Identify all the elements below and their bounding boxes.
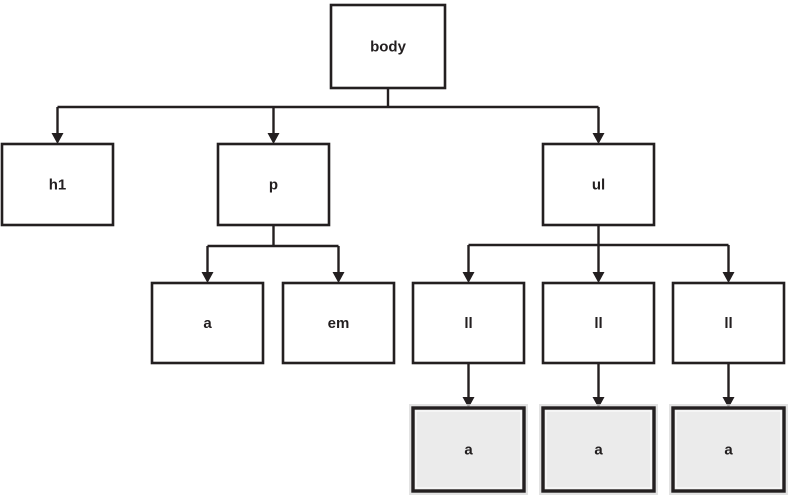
arrowhead-li2 [592,272,605,283]
edges-layer [51,88,735,408]
node-box-inner-a2 [415,410,522,489]
node-label-body: body [370,38,406,55]
node-box-inner-a3 [545,410,652,489]
arrowhead-a1 [201,272,214,283]
edge-group-li1-child [462,363,475,408]
node-label-a2: a [464,441,473,458]
edge-group-li2-child [592,363,605,408]
node-box-a2[interactable] [411,406,526,493]
node-label-h1: h1 [49,176,67,193]
edge-group-p-children [201,225,345,283]
nodes-layer: body h1 p ul a em ll ll ll a a a [0,3,788,495]
node-label-em: em [328,315,350,332]
node-li2[interactable]: ll [541,281,656,365]
node-label-ul: ul [592,176,605,193]
node-ul[interactable]: ul [541,142,656,227]
node-box-li3[interactable] [671,281,786,365]
node-box-h1[interactable] [0,142,115,227]
edge-group-ul-children [462,225,735,283]
node-label-a1: a [203,315,212,332]
node-box-li1[interactable] [411,281,526,365]
node-box-a4[interactable] [671,406,786,493]
arrowhead-a3 [592,397,605,408]
arrowhead-a2 [462,397,475,408]
node-a3[interactable]: a [539,404,658,495]
node-box-ul[interactable] [541,142,656,227]
edge-group-body-children [51,88,605,144]
node-li1[interactable]: ll [411,281,526,365]
edge-group-li3-child [722,363,735,408]
arrowhead-p [267,133,280,144]
arrowhead-li3 [722,272,735,283]
node-a4[interactable]: a [669,404,788,495]
arrowhead-ul [592,133,605,144]
node-box-body[interactable] [329,3,447,90]
node-em[interactable]: em [281,281,396,365]
node-label-p: p [269,176,278,193]
node-label-a3: a [594,441,603,458]
node-li3[interactable]: ll [671,281,786,365]
arrowhead-li1 [462,272,475,283]
node-label-li1: ll [464,315,472,332]
node-label-li2: ll [594,315,602,332]
node-body[interactable]: body [329,3,447,90]
node-h1[interactable]: h1 [0,142,115,227]
arrowhead-a4 [722,397,735,408]
node-box-li2[interactable] [541,281,656,365]
node-box-em[interactable] [281,281,396,365]
node-label-li3: ll [724,315,732,332]
node-box-p[interactable] [216,142,331,227]
node-box-inner-a4 [675,410,782,489]
node-a2[interactable]: a [409,404,528,495]
node-label-a4: a [724,441,733,458]
arrowhead-em [332,272,345,283]
arrowhead-h1 [51,133,64,144]
node-box-a3[interactable] [541,406,656,493]
node-box-a1[interactable] [150,281,265,365]
node-a1[interactable]: a [150,281,265,365]
node-p[interactable]: p [216,142,331,227]
